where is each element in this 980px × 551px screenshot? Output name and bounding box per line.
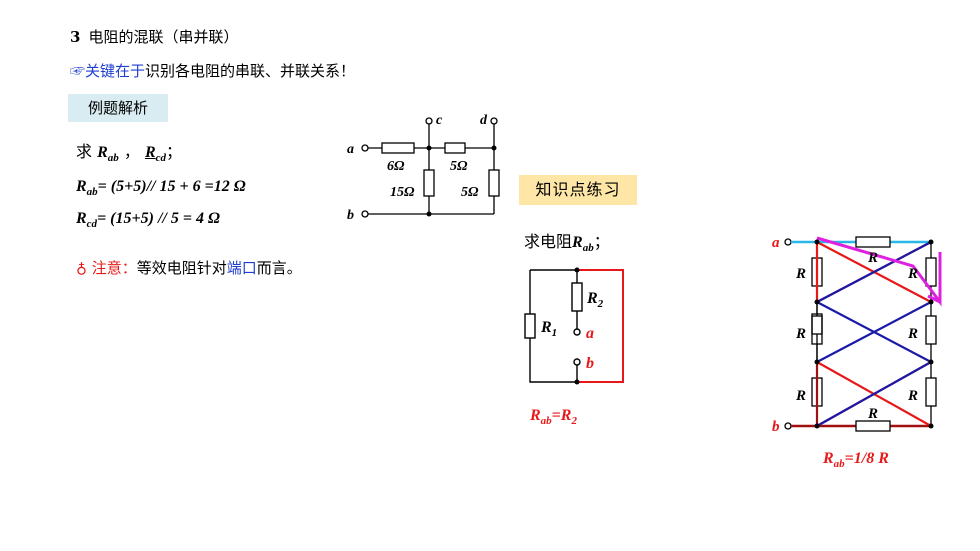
note-label: 注意： — [91, 259, 137, 277]
circuit-diagram-2: R2 R1 a b Rab=R2 — [524, 267, 624, 427]
question-1-end: ； — [166, 142, 183, 161]
r-ab-symbol-2: Rab — [572, 234, 594, 255]
label-b3: b — [772, 419, 780, 435]
resistor-5-top — [444, 142, 466, 154]
label-b: b — [347, 208, 354, 223]
resistor-15 — [423, 169, 435, 197]
key-point-highlight: 关键在于 — [85, 62, 146, 80]
key-point: ☞关键在于识别各电阻的串联、并联关系！ — [70, 60, 355, 81]
resistor-r2 — [571, 282, 583, 312]
label-a2: a — [586, 325, 594, 342]
question-2: 求电阻Rab； — [524, 228, 610, 254]
resistor-top — [855, 236, 891, 248]
pointing-hand-icon: ☞ — [70, 62, 86, 80]
circuit-diagram-3: a b R R R R R R R R Rab=1/8 R — [772, 235, 942, 470]
terminal-c — [425, 117, 433, 125]
note-highlight: 端口 — [226, 259, 257, 277]
r-ab-symbol: Rab — [97, 144, 119, 165]
formula-rab: Rab= (5+5)// 15 + 6 =12 Ω — [76, 178, 246, 199]
question-1: 求 Rab ， Rcd； — [76, 138, 182, 164]
label-r2: R2 — [586, 290, 604, 310]
highlight-path — [816, 236, 942, 307]
resistor-r1 — [524, 313, 536, 339]
short-wire — [577, 269, 624, 383]
label-r-top: R — [867, 250, 878, 266]
label-r-left-2: R — [795, 326, 806, 342]
question-1-sep: ， — [118, 142, 145, 161]
caution-icon: ♁ — [76, 259, 87, 277]
label-b2: b — [586, 355, 594, 372]
question-2-end: ； — [593, 232, 610, 251]
terminal-a3 — [784, 238, 792, 246]
section-title: 电阻的混联（串并联） — [88, 28, 239, 46]
label-c: c — [436, 113, 443, 128]
note-text-2: 而言。 — [256, 259, 302, 277]
formula-rcd: Rcd= (15+5) // 5 = 4 Ω — [76, 210, 220, 231]
label-r-left-3: R — [795, 388, 806, 404]
terminal-d — [490, 117, 498, 125]
r-cd-symbol: Rcd — [144, 144, 167, 165]
result-2: Rab=R2 — [529, 407, 577, 427]
key-point-text: 识别各电阻的串联、并联关系！ — [145, 62, 356, 80]
terminal-b2 — [573, 358, 581, 366]
label-5ohm-right: 5Ω — [461, 185, 479, 200]
label-a: a — [347, 142, 354, 157]
resistor-bottom — [855, 420, 891, 432]
terminal-b — [361, 210, 369, 218]
terminal-b3 — [784, 422, 792, 430]
label-r-bottom: R — [867, 406, 878, 422]
resistor-5-right — [488, 169, 500, 197]
resistor-6 — [381, 142, 415, 154]
label-d: d — [480, 113, 488, 128]
practice-tag: 知识点练习 — [519, 175, 637, 205]
circuit-diagram-1: a b c d 6Ω 5Ω 15Ω 5Ω — [347, 113, 500, 223]
note: ♁ 注意：等效电阻针对端口而言。 — [76, 257, 302, 278]
label-r-right-3: R — [907, 388, 918, 404]
resistor-right-3 — [925, 377, 937, 407]
section-number: 3 — [70, 28, 81, 46]
label-r-right-1: R — [907, 266, 918, 282]
label-15ohm: 15Ω — [390, 185, 415, 200]
result-3: Rab=1/8 R — [822, 450, 889, 470]
question-1-prefix: 求 — [76, 142, 98, 161]
example-tag: 例题解析 — [68, 94, 168, 122]
question-2-prefix: 求电阻 — [524, 232, 573, 251]
resistor-right-1 — [925, 257, 937, 287]
terminal-a — [361, 144, 369, 152]
resistor-right-2 — [925, 315, 937, 345]
label-a3: a — [772, 235, 780, 251]
note-text-1: 等效电阻针对 — [136, 259, 227, 277]
terminal-a2 — [573, 328, 581, 336]
label-r-left-1: R — [795, 266, 806, 282]
label-5ohm-top: 5Ω — [450, 159, 468, 174]
label-r-right-2: R — [907, 326, 918, 342]
label-r1: R1 — [540, 319, 557, 339]
label-6ohm: 6Ω — [387, 159, 405, 174]
section-heading: 3 电阻的混联（串并联） — [70, 26, 238, 47]
